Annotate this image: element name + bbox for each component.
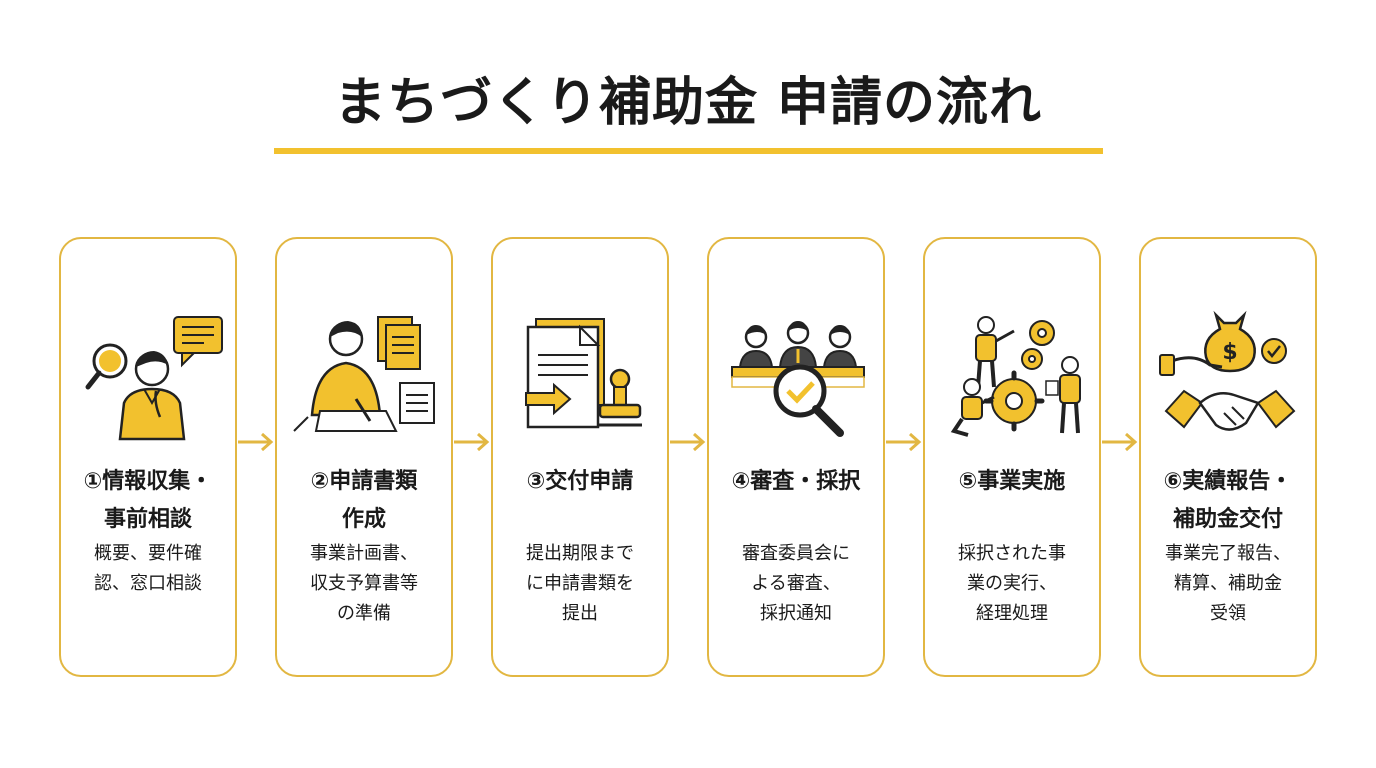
step-title: ①情報収集・ 事前相談 [83, 469, 213, 532]
stamp-submission-icon [525, 318, 642, 429]
document-writing-icon [293, 316, 435, 432]
handshake-money-icon: $ [1159, 310, 1296, 431]
step-card-5: ⑤事業実施 採択された事 業の実行、 経理処理 [923, 237, 1101, 677]
arrow-right-icon [1102, 432, 1138, 452]
step-title: ⑥実績報告・ 補助金交付 [1163, 469, 1293, 532]
step-card-1: ①情報収集・ 事前相談 概要、要件確 認、窓口相談 [59, 237, 237, 677]
review-panel-icon [731, 321, 865, 437]
step-description: 事業計画書、 収支予算書等 の準備 [310, 543, 418, 624]
step-card-3: ③交付申請 提出期限まで に申請書類を 提出 [491, 237, 669, 677]
consultation-icon [85, 316, 223, 441]
arrow-right-icon [670, 432, 706, 452]
step-title: ②申請書類 作成 [310, 469, 418, 532]
step-description: 採択された事 業の実行、 経理処理 [958, 543, 1066, 624]
svg-text:$: $ [1222, 340, 1237, 365]
step-description: 事業完了報告、 精算、補助金 受領 [1165, 543, 1291, 624]
arrow-right-icon [886, 432, 922, 452]
step-title: ③交付申請 [526, 469, 634, 494]
title-underline [274, 148, 1103, 154]
step-description: 提出期限まで に申請書類を 提出 [526, 543, 634, 624]
step-description: 概要、要件確 認、窓口相談 [94, 543, 202, 594]
step-card-4: ④審査・採択 審査委員会に よる審査、 採択通知 [707, 237, 885, 677]
arrow-right-icon [238, 432, 274, 452]
step-description: 審査委員会に よる審査、 採択通知 [742, 543, 850, 624]
step-card-2: ②申請書類 作成 事業計画書、 収支予算書等 の準備 [275, 237, 453, 677]
step-title: ⑤事業実施 [958, 469, 1066, 494]
gears-team-icon [950, 316, 1081, 437]
step-card-6: $ ⑥実績報告・ 補助金交付 事業完了報告、 精算、補助金 受領 [1139, 237, 1317, 677]
arrow-right-icon [454, 432, 490, 452]
step-title: ④審査・採択 [731, 469, 861, 494]
page-title: まちづくり補助金 申請の流れ [333, 73, 1043, 133]
